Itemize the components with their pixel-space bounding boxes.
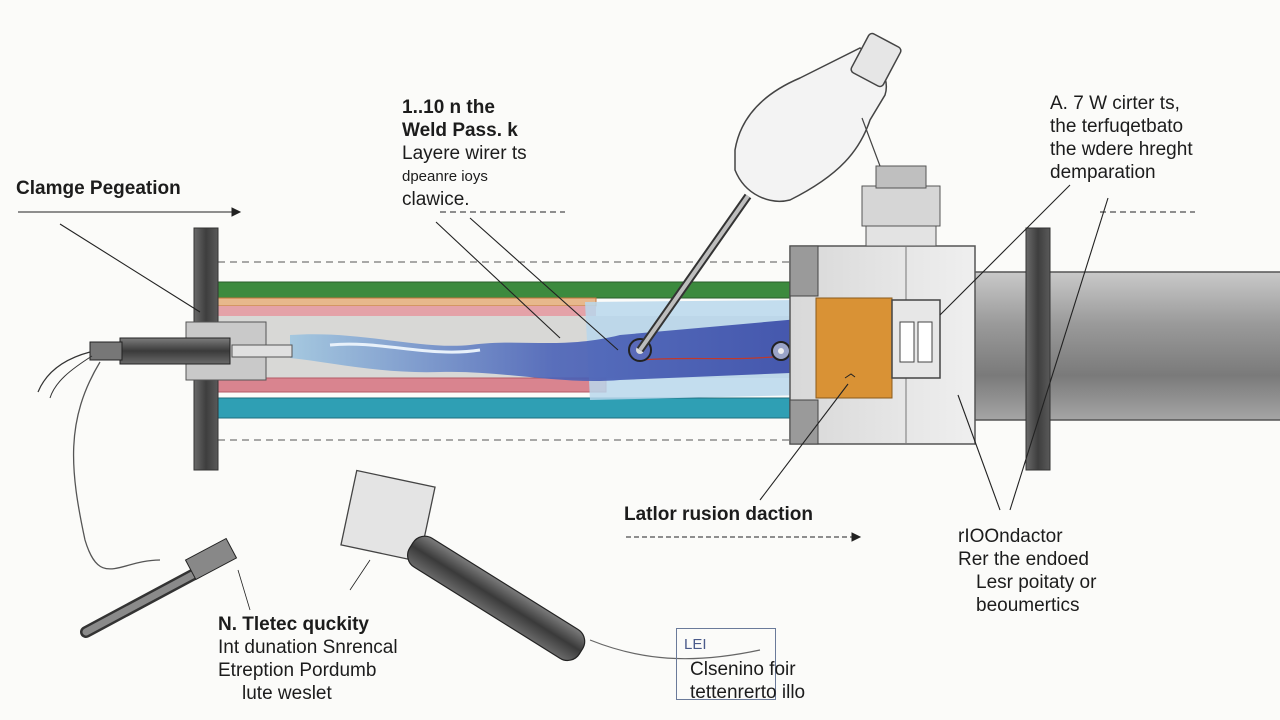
top-right-line-4: demparation [1050,162,1156,183]
cable [72,361,161,570]
label-weld-pass: 1..10 n the Weld Pass. k Layere wirer ts… [402,96,527,211]
bottom-left-line-2: Int dunation Snrencal [218,637,398,658]
bottom-left-line-1: N. Tletec quckity [218,614,369,635]
bottom-left-line-3: Etreption Pordumb [218,660,377,681]
conductor-line-3: Lesr poitaty or [976,572,1097,593]
right-pipe [975,271,1280,421]
label-bottom-left: N. Tletec quckity Int dunation Snrencal … [218,613,398,705]
inner-layer-pink-bottom [215,377,607,393]
label-bottom-center: Clsenino foir tettenrerto illo [690,658,805,704]
bottom-left-tool [80,537,238,638]
arrows [18,207,1195,542]
bottom-center-tool [340,469,761,662]
weld-pass-line-4: dpeanre ioys [402,168,488,185]
top-right-line-1: A. 7 W cirter ts, [1050,93,1180,114]
bottom-left-line-4: lute weslet [242,683,332,704]
label-clamp: Clamge Pegeation [16,177,181,200]
label-top-right: A. 7 W cirter ts, the terfuqetbato the w… [1050,92,1193,184]
tag-text: LEI [684,636,707,653]
clamp-title: Clamge Pegeation [16,178,181,199]
weld-pass-line-3: Layere wirer ts [402,143,527,164]
outer-layer-cyan [215,397,813,419]
tag-box [676,628,776,700]
right-flange [1025,227,1051,471]
label-conductor: rIOOndactor Rer the endoed Lesr poitaty … [958,525,1096,617]
top-right-line-2: the terfuqetbato [1050,116,1184,137]
weld-pass-line-5: clawice. [402,189,470,210]
inner-layer-pink-top [216,306,596,316]
weld-pass-line-2: Weld Pass. k [402,120,518,141]
left-connector [37,321,293,399]
overhead-torch [636,32,902,353]
right-block-assembly [789,165,976,445]
conductor-line-2: Rer the endoed [958,549,1089,570]
orange-insert [815,297,893,399]
top-right-line-3: the wdere hreght [1050,139,1193,160]
weld-pass-line-1: 1..10 n the [402,97,495,118]
weld-pass-region [290,300,815,400]
leader-lines [59,184,1109,611]
bottom-center-line-2: tettenrerto illo [690,682,806,703]
label-fusion: Latlor rusion daction [624,503,813,526]
fusion-title: Latlor rusion daction [624,504,813,525]
conductor-line-4: beoumertics [976,595,1080,616]
bottom-center-line-1: Clsenino foir [690,659,796,680]
conductor-line-1: rIOOndactor [958,526,1063,547]
inner-layer-orange [215,297,597,307]
